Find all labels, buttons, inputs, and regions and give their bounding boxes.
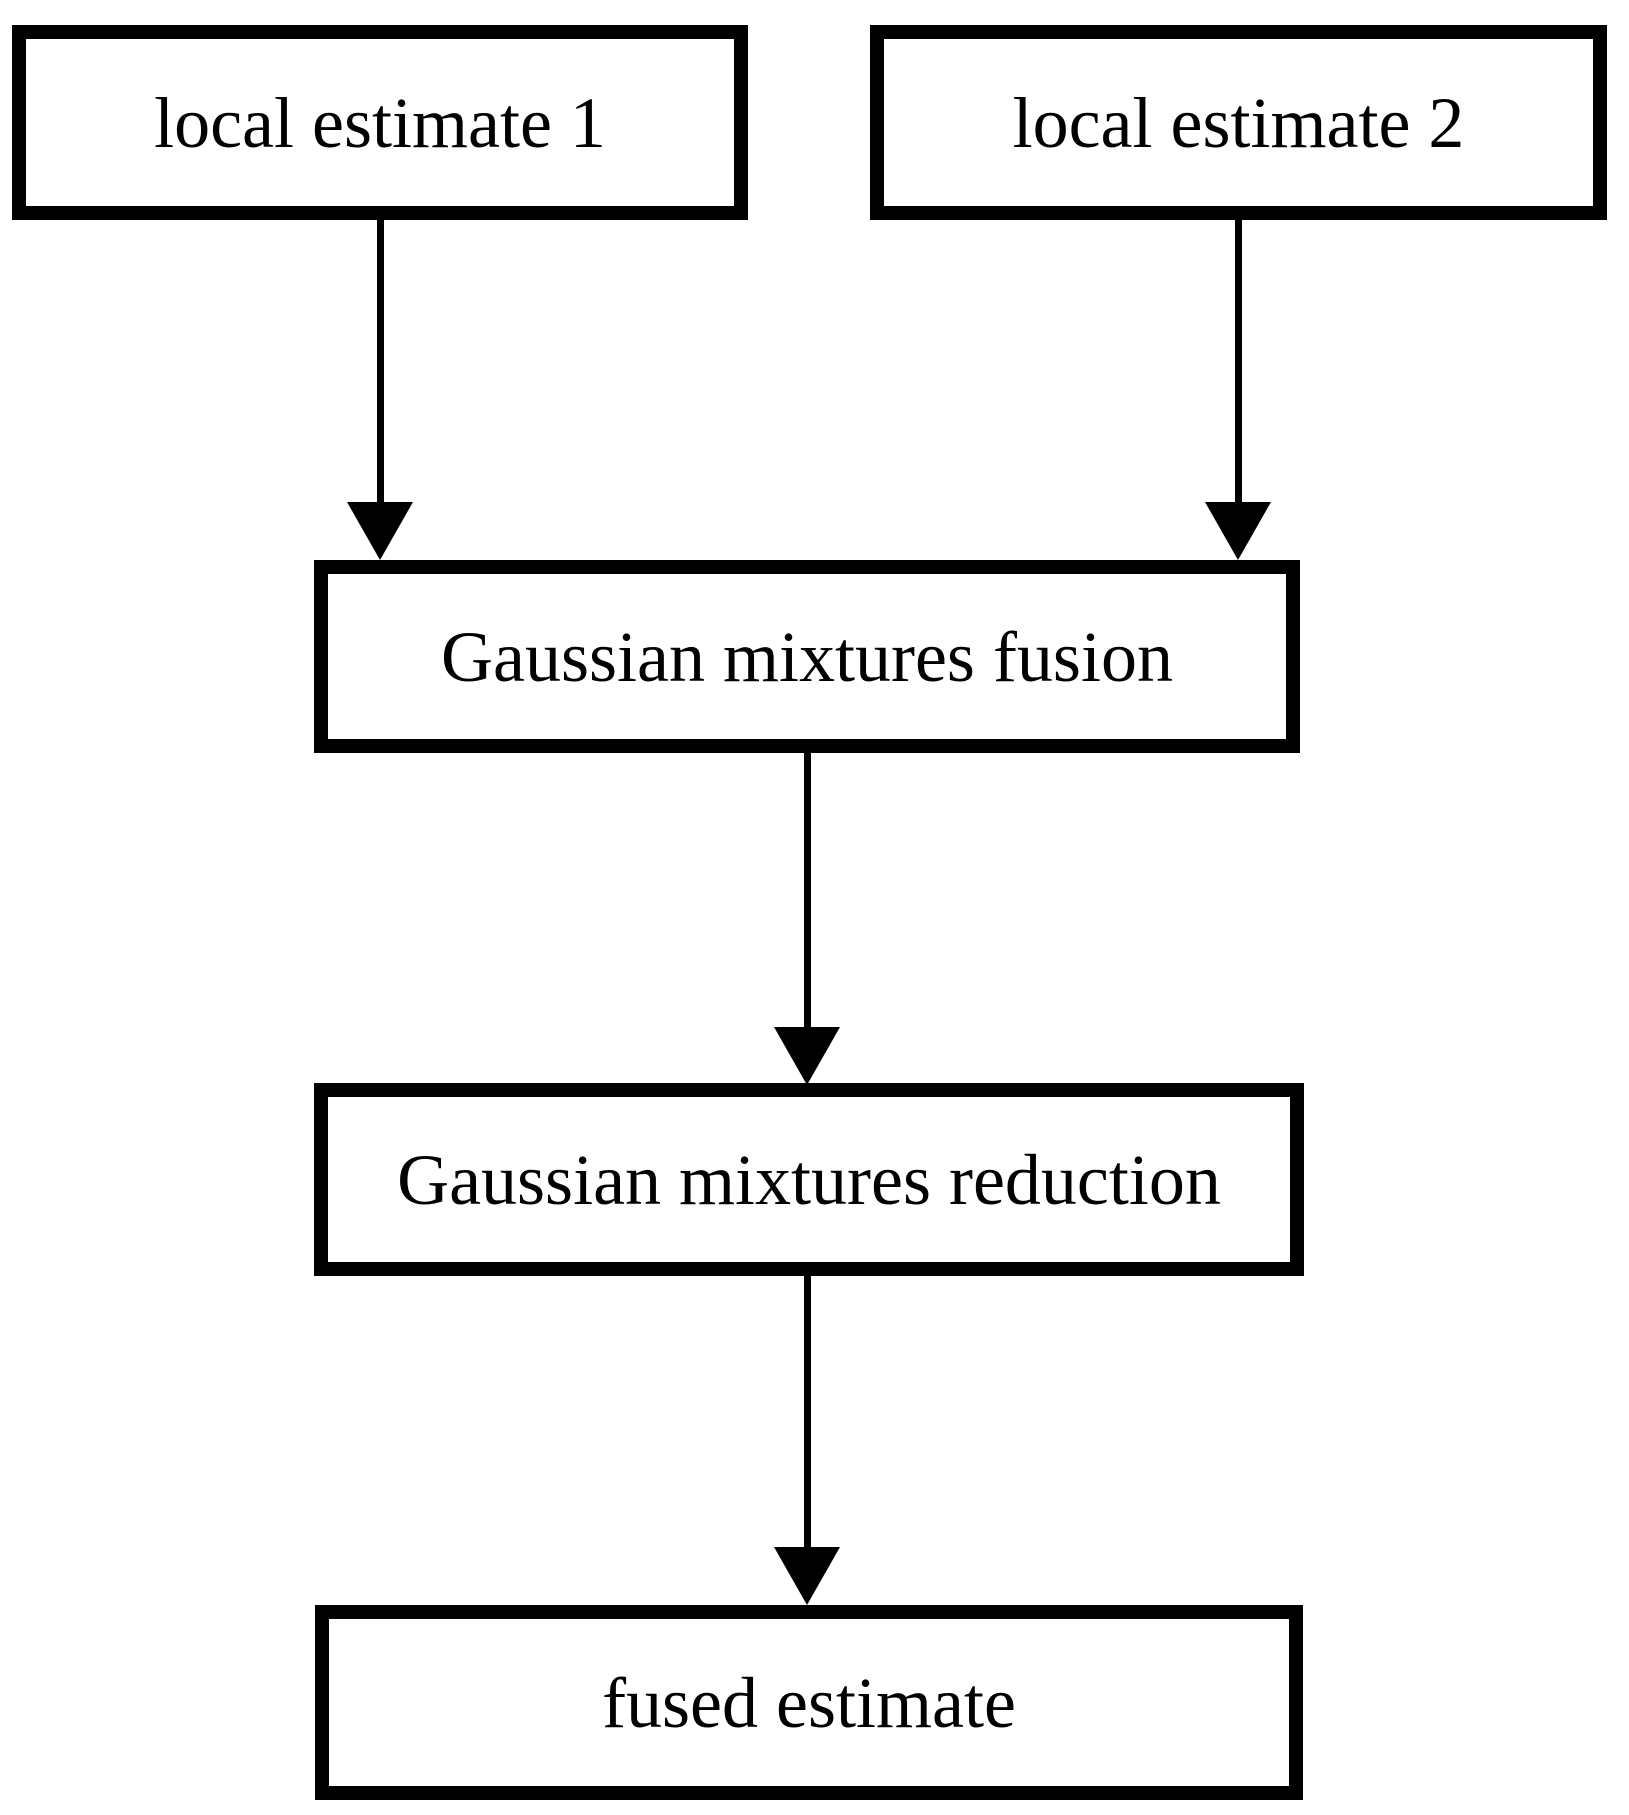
- node-label: local estimate 2: [1012, 82, 1465, 163]
- node-fused-estimate: fused estimate: [315, 1605, 1303, 1800]
- node-gaussian-mixtures-reduction: Gaussian mixtures reduction: [314, 1083, 1304, 1276]
- arrowhead-down-icon: [774, 1027, 840, 1085]
- arrowhead-down-icon: [1205, 502, 1271, 560]
- edge-line-estimate2-to-fusion: [1235, 220, 1242, 508]
- node-gaussian-mixtures-fusion: Gaussian mixtures fusion: [314, 560, 1300, 753]
- edge-line-fusion-to-reduction: [804, 753, 811, 1033]
- node-local-estimate-2: local estimate 2: [870, 25, 1607, 220]
- node-label: Gaussian mixtures fusion: [441, 616, 1173, 697]
- node-label: local estimate 1: [154, 82, 606, 163]
- node-local-estimate-1: local estimate 1: [12, 25, 748, 220]
- edge-line-reduction-to-fused: [804, 1276, 811, 1553]
- edge-line-estimate1-to-fusion: [377, 220, 384, 508]
- node-label: Gaussian mixtures reduction: [397, 1139, 1221, 1220]
- node-label: fused estimate: [602, 1662, 1016, 1743]
- arrowhead-down-icon: [347, 502, 413, 560]
- arrowhead-down-icon: [774, 1547, 840, 1605]
